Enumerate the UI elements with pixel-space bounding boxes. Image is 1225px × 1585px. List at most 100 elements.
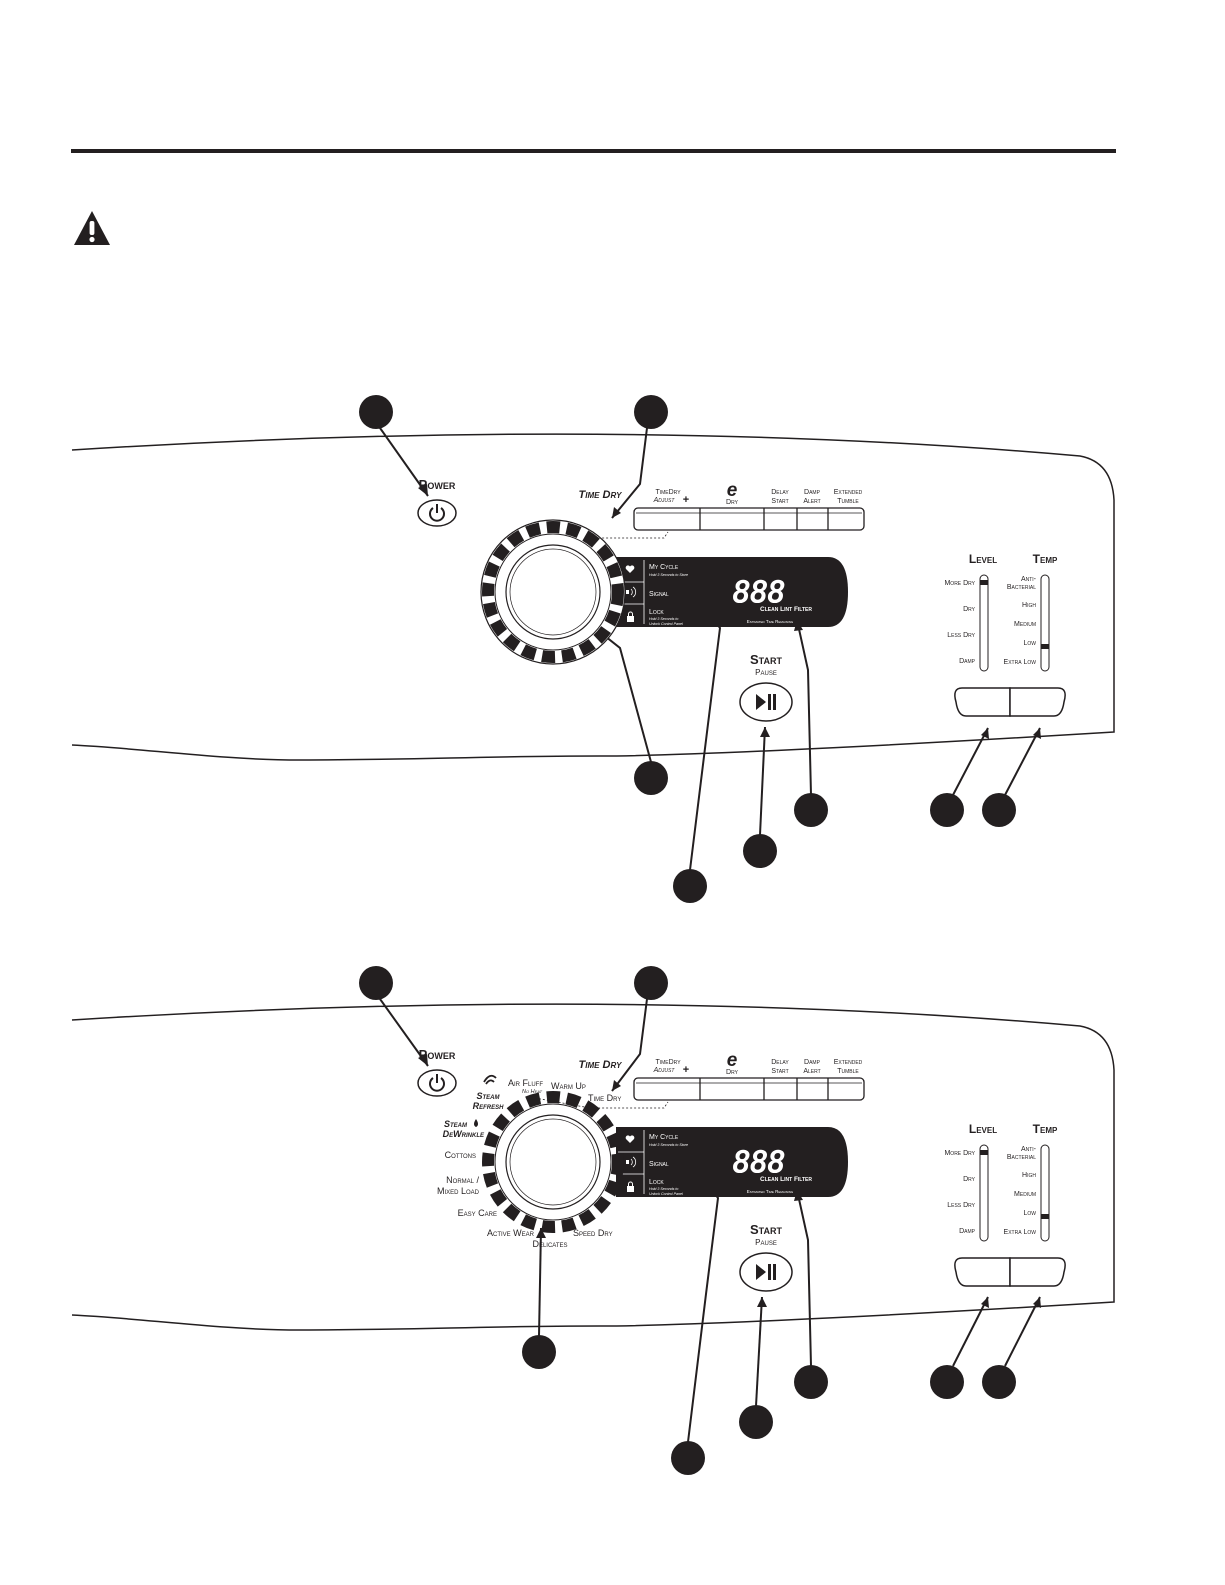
signal-button[interactable]: Signal [626, 586, 669, 598]
svg-text:TimeDry: TimeDry [655, 1059, 681, 1066]
cycle-normal-mixed-load[interactable]: Normal / Mixed Load [437, 1175, 480, 1196]
svg-text:Damp: Damp [804, 489, 821, 496]
svg-text:Alert: Alert [803, 1068, 820, 1075]
cycle-dial[interactable] [482, 1091, 624, 1233]
panel-outline [71, 433, 1115, 761]
svg-text:Refresh: Refresh [473, 1101, 505, 1111]
level-option-damp: Damp [959, 1228, 976, 1235]
svg-text:Hold 3 Seconds to: Hold 3 Seconds to [649, 1187, 678, 1191]
temp-option-extra-low: Extra Low [1004, 659, 1037, 666]
clean-lint-filter-indicator: Clean Lint Filter [760, 606, 812, 613]
temp-title: Temp [1033, 552, 1058, 566]
callout-markers [359, 966, 1016, 1475]
level-title: Level [969, 1122, 997, 1136]
temp-option-low: Low [1023, 1210, 1036, 1217]
cycle-easy-care[interactable]: Easy Care [458, 1208, 497, 1218]
extended-tumble-button[interactable]: Extended Tumble [834, 1059, 863, 1075]
svg-text:Tumble: Tumble [837, 498, 859, 505]
svg-text:Steam: Steam [476, 1091, 500, 1101]
play-pause-icon [756, 1264, 776, 1280]
temp-option-bacterial: Bacterial [1007, 584, 1036, 591]
clean-lint-filter-indicator: Clean Lint Filter [760, 1176, 812, 1183]
level-option-less-dry: Less Dry [947, 1202, 975, 1209]
temp-button[interactable] [1009, 687, 1066, 717]
start-pause-button[interactable] [739, 1252, 793, 1292]
warning-icon [74, 211, 110, 245]
power-button[interactable] [417, 1069, 457, 1097]
e-dry-button[interactable]: e Dry [700, 1050, 764, 1100]
svg-text:Damp: Damp [804, 1059, 821, 1066]
extended-tumble-button[interactable]: Extended Tumble [834, 489, 863, 505]
e-dry-icon: e [727, 1050, 738, 1071]
svg-text:Delay: Delay [771, 1059, 789, 1066]
cycle-cottons[interactable]: Cottons [445, 1150, 476, 1160]
cycle-air-fluff[interactable]: Air Fluff No Heat [508, 1078, 543, 1095]
heart-icon [625, 565, 635, 573]
cycle-dial[interactable] [480, 519, 626, 665]
temp-option-extra-low: Extra Low [1004, 1229, 1037, 1236]
cycle-time-dry[interactable]: Time Dry [588, 1093, 621, 1103]
estimated-time-label: Estimated Time Remaining [747, 1189, 794, 1194]
level-option-damp: Damp [959, 658, 976, 665]
svg-text:Steam: Steam [444, 1119, 468, 1129]
option-buttons-strip [633, 507, 865, 531]
svg-text:Hold 3 Seconds to Store: Hold 3 Seconds to Store [649, 1143, 688, 1147]
svg-text:Signal: Signal [649, 591, 669, 598]
timedry-adjust-button[interactable]: TimeDry Adjust + [634, 1054, 700, 1100]
svg-text:Lock: Lock [649, 1179, 664, 1186]
cycle-warm-up[interactable]: Warm Up [551, 1081, 586, 1091]
svg-text:Start: Start [771, 1068, 788, 1075]
temp-option-low: Low [1023, 640, 1036, 647]
damp-alert-button[interactable]: Damp Alert [803, 1059, 820, 1075]
level-indicator-track [979, 1144, 989, 1242]
speaker-icon [626, 1156, 637, 1168]
panel-outline [71, 1003, 1115, 1331]
cycle-delicates[interactable]: Delicates [532, 1239, 567, 1249]
lock-button[interactable]: Lock Hold 3 Seconds to Unlock Control Pa… [627, 609, 683, 626]
level-option-more-dry: More Dry [944, 1150, 975, 1157]
temp-button[interactable] [1009, 1257, 1066, 1287]
power-button[interactable] [417, 499, 457, 527]
my-cycle-button[interactable]: My Cycle Hold 3 Seconds to Store [625, 1134, 688, 1147]
svg-text:+: + [683, 1064, 689, 1076]
start-label: Start [750, 652, 782, 667]
cycle-steam-dewrinkle[interactable]: Steam DeWrinkle [443, 1119, 485, 1139]
my-cycle-button[interactable]: My Cycle Hold 3 Seconds to Store [625, 564, 688, 577]
svg-text:Dry: Dry [726, 499, 739, 506]
svg-text:No Heat: No Heat [522, 1089, 543, 1095]
timedry-adjust-button[interactable]: TimeDry Adjust + [634, 484, 700, 530]
cycle-steam-refresh[interactable]: Steam Refresh [473, 1074, 505, 1111]
svg-text:Start: Start [771, 498, 788, 505]
svg-text:Mixed Load: Mixed Load [437, 1186, 480, 1196]
svg-text:DeWrinkle: DeWrinkle [443, 1129, 485, 1139]
temp-indicator-track [1040, 1144, 1050, 1242]
level-indicator-track [979, 574, 989, 672]
e-dry-button[interactable]: e Dry [700, 480, 764, 530]
svg-text:Air Fluff: Air Fluff [508, 1078, 543, 1088]
cycle-active-wear[interactable]: Active Wear [487, 1228, 535, 1238]
svg-text:Signal: Signal [649, 1161, 669, 1168]
start-pause-button[interactable] [739, 682, 793, 722]
temp-option-anti: Anti- [1021, 1146, 1037, 1153]
temp-selected-indicator [1041, 644, 1049, 649]
callout-markers [359, 395, 1016, 903]
svg-text:Dry: Dry [726, 1069, 739, 1076]
level-button[interactable] [954, 1257, 1011, 1287]
temp-selected-indicator [1041, 1214, 1049, 1219]
power-icon [429, 504, 445, 522]
temp-option-medium: Medium [1014, 621, 1036, 628]
pause-label: Pause [755, 668, 777, 677]
temp-option-medium: Medium [1014, 1191, 1036, 1198]
level-button[interactable] [954, 687, 1011, 717]
cycle-speed-dry[interactable]: Speed Dry [573, 1228, 613, 1238]
heart-icon [625, 1135, 635, 1143]
signal-button[interactable]: Signal [626, 1156, 669, 1168]
svg-text:Unlock Control Panel: Unlock Control Panel [649, 1192, 683, 1196]
svg-text:My Cycle: My Cycle [649, 564, 679, 571]
delay-start-button[interactable]: Delay Start [771, 489, 789, 505]
svg-text:Unlock Control Panel: Unlock Control Panel [649, 622, 683, 626]
temp-option-high: High [1022, 1172, 1036, 1179]
damp-alert-button[interactable]: Damp Alert [803, 489, 820, 505]
lock-button[interactable]: Lock Hold 3 Seconds to Unlock Control Pa… [627, 1179, 683, 1196]
delay-start-button[interactable]: Delay Start [771, 1059, 789, 1075]
